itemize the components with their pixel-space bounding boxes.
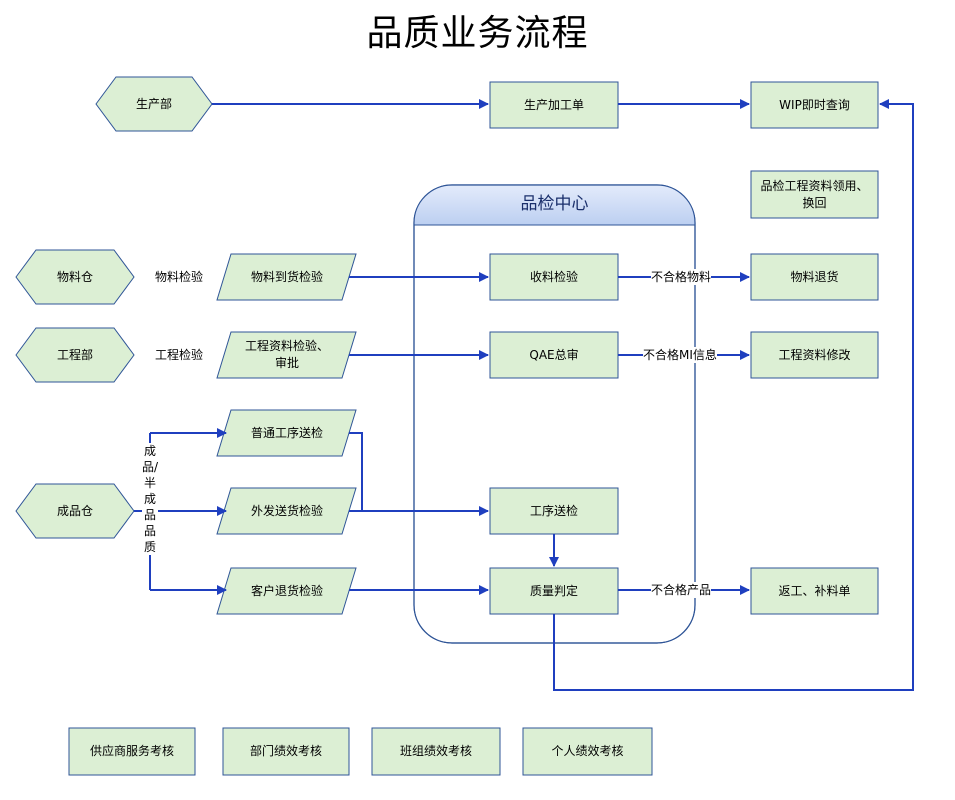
quality-judge-label: 质量判定 — [529, 583, 578, 598]
process-inspect-shape — [489, 487, 619, 535]
qc-center-title: 品检中心 — [520, 194, 589, 214]
material-inspect-label: 物料检验 — [155, 269, 204, 285]
outsource-label: 外发送货检验 — [250, 503, 323, 518]
production-dept-label: 生产部 — [135, 96, 172, 111]
quality-judge-shape — [489, 567, 619, 615]
material-wh-label: 物料仓 — [56, 269, 93, 284]
qae-review-label: QAE总审 — [529, 347, 579, 362]
engineering-dept-label: 工程部 — [56, 347, 93, 362]
bottom-box-1-label: 供应商服务考核 — [89, 744, 174, 758]
edge-judge-to-wip-feedback — [553, 99, 914, 691]
process-inspect-label: 工序送检 — [529, 503, 578, 518]
nonconforming-mi-label: 不合格MI信息 — [643, 347, 717, 363]
bottom-box-3-label: 班组绩效考核 — [399, 744, 472, 758]
bottom-box-2-shape — [222, 727, 350, 776]
normal-process-label: 普通工序送检 — [250, 425, 323, 440]
outsource-shape — [216, 487, 357, 535]
bottom-box-4-label: 个人绩效考核 — [551, 744, 624, 758]
eng-data-modify-label: 工程资料修改 — [778, 347, 851, 362]
customer-return-shape — [216, 567, 357, 615]
nonconforming-material-label: 不合格物料 — [651, 269, 712, 285]
edge-normal-to-process-inspect — [349, 432, 363, 511]
page-title: 品质业务流程 — [366, 13, 589, 54]
wip-query-label: WIP即时查询 — [779, 97, 850, 112]
material-return-shape — [750, 253, 879, 301]
engineering-dept-shape — [15, 327, 135, 383]
production-order-label: 生产加工单 — [523, 97, 584, 112]
bottom-box-2-label: 部门绩效考核 — [249, 744, 322, 758]
material-wh-shape — [15, 249, 135, 305]
qae-review-shape — [489, 331, 619, 379]
wip-query-shape — [750, 81, 879, 129]
eng-inspect-label: 工程检验 — [155, 347, 204, 363]
eng-data-review-shape — [216, 331, 357, 379]
customer-return-label: 客户退货检验 — [250, 583, 323, 598]
material-arrival-shape — [216, 253, 357, 301]
material-arrival-label: 物料到货检验 — [250, 269, 323, 284]
production-order-shape — [489, 81, 619, 129]
nonconforming-product-label: 不合格产品 — [651, 582, 712, 598]
bottom-box-4-shape — [522, 727, 653, 776]
eng-data-review-label: 工程资料检验、审批 — [244, 339, 329, 370]
finished-semi-quality-label: 成品/半成品品质 — [142, 443, 159, 555]
eng-data-modify-shape — [750, 331, 879, 379]
rework-shape — [750, 567, 879, 615]
finished-wh-label: 成品仓 — [56, 503, 93, 518]
rework-label: 返工、补料单 — [778, 583, 851, 598]
qc-center-container — [413, 184, 696, 644]
bottom-box-3-shape — [371, 727, 501, 776]
receive-inspect-shape — [489, 253, 619, 301]
normal-process-shape — [216, 409, 357, 457]
qc-eng-data-label: 品检工程资料领用、换回 — [760, 178, 869, 210]
material-return-label: 物料退货 — [790, 269, 839, 284]
receive-inspect-label: 收料检验 — [529, 269, 578, 284]
qc-eng-data-shape — [750, 170, 879, 219]
bottom-box-1-shape — [68, 727, 196, 776]
